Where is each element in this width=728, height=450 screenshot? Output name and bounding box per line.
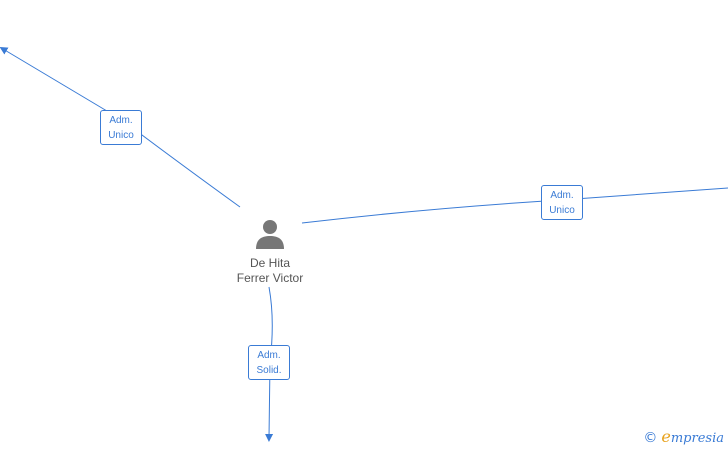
brand-initial: e [661,427,671,446]
edge-label-line2: Unico [549,205,575,216]
person-name: De Hita Ferrer Victor [220,256,320,286]
edge-label-down[interactable]: Adm. Solid. [248,345,290,380]
person-icon [256,220,284,249]
person-node[interactable]: De Hita Ferrer Victor [220,218,320,286]
empresia-watermark: ©empresia [643,427,724,446]
edge-label-right[interactable]: Adm. Unico [541,185,583,220]
edge-label-line1: Adm. [257,350,281,361]
edge-label-line2: Unico [108,130,134,141]
edge-label-line1: Adm. [550,190,574,201]
edge-label-line2: Solid. [256,365,282,376]
copyright-icon: © [643,430,658,446]
person-name-line1: De Hita [249,256,290,270]
edge-label-line1: Adm. [109,115,133,126]
brand-rest: mpresia [670,431,724,446]
person-name-line2: Ferrer Victor [236,271,304,285]
edge-label-upper-left[interactable]: Adm. Unico [100,110,142,145]
edge-line-right [301,187,728,224]
